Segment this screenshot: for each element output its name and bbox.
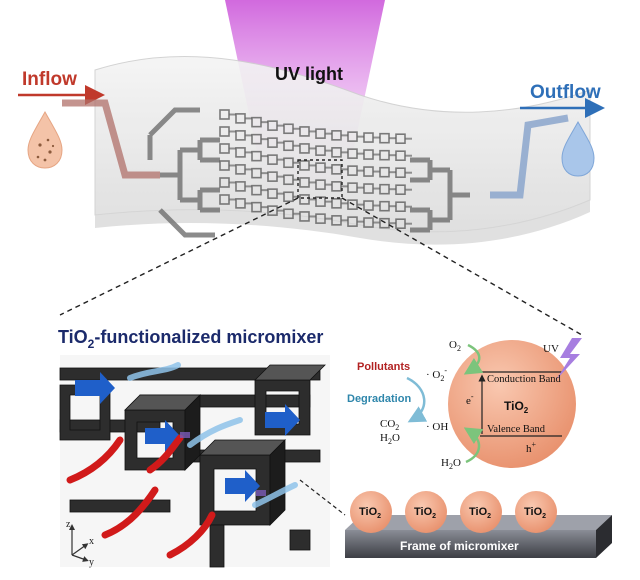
tio2-particle-label: TiO2	[414, 506, 436, 520]
outlet-channel	[490, 114, 569, 199]
outflow-drop-icon	[561, 120, 595, 177]
hole-label: h+	[526, 440, 537, 455]
cb-label: Conduction Band	[487, 374, 562, 385]
pollutants-label: Pollutants	[357, 361, 410, 373]
tio2-particle-label: TiO2	[359, 506, 381, 520]
axis-z-label: z	[66, 519, 71, 530]
axis-x-label: x	[89, 536, 94, 547]
uv-label: UV	[543, 343, 559, 355]
tio2-particle-sphere	[460, 491, 502, 533]
tio2-particle-label: TiO2	[524, 506, 546, 520]
inlet-channel	[62, 99, 160, 179]
electron-label: e-	[466, 392, 474, 407]
tio2-particle-sphere	[405, 491, 447, 533]
uv-lightning-icon	[556, 338, 582, 380]
tio2-particle-sphere	[515, 491, 557, 533]
zoom-connector-right	[341, 197, 583, 336]
lattice-to-frame-connector	[299, 479, 346, 516]
h2o-out-label: H2O	[380, 432, 400, 446]
outflow-label: Outflow	[530, 82, 601, 103]
superoxide-label: · O2-	[426, 366, 447, 383]
frame-caption: Frame of micromixer	[400, 539, 519, 553]
inflow-label: Inflow	[22, 69, 77, 90]
hydroxyl-label: · OH	[426, 421, 448, 433]
tio2-particle-sphere	[350, 491, 392, 533]
inflow-drop-icon	[27, 110, 63, 169]
axes-indicator	[69, 524, 89, 562]
degradation-label: Degradation	[347, 393, 411, 405]
lattice-illustration	[59, 355, 330, 568]
micromixer-title: TiO2-functionalized micromixer	[58, 327, 323, 351]
h2o-in-label: H2O	[441, 457, 461, 471]
tio2-particle-row: TiO2 TiO2 TiO2 TiO2	[350, 491, 557, 533]
uv-light-label: UV light	[275, 64, 343, 84]
vb-label: Valence Band	[487, 424, 546, 435]
o2-label: O2	[449, 339, 461, 353]
micromixer-unit-grid	[219, 109, 412, 229]
co2-label: CO2	[380, 418, 399, 432]
axis-y-label: y	[89, 557, 94, 568]
tio2-center-label: TiO2	[504, 399, 529, 415]
reaction-arrows	[406, 343, 484, 464]
micromixer-channel-network	[147, 107, 470, 238]
zoom-box	[297, 159, 343, 199]
tio2-particle-label: TiO2	[469, 506, 491, 520]
